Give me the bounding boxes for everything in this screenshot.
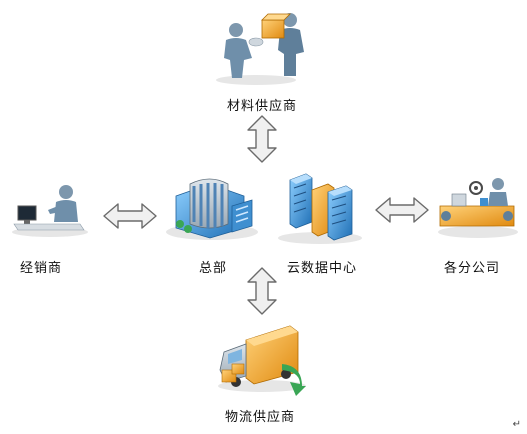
dealer-label: 经销商 — [20, 261, 63, 276]
headquarters-icon — [166, 178, 258, 240]
dealer-icon — [12, 185, 88, 237]
branch-companies-label: 各分公司 — [444, 261, 501, 276]
connector-material-hq — [247, 115, 277, 163]
connector-cloud-branches — [375, 197, 429, 223]
branch-companies-icon — [438, 178, 518, 238]
material-supplier-icon — [216, 13, 304, 85]
headquarters-label: 总部 — [199, 261, 228, 276]
material-supplier-label: 材料供应商 — [227, 99, 298, 114]
cloud-data-center-label: 云数据中心 — [287, 261, 358, 276]
cloud-data-center-icon — [278, 173, 362, 244]
paragraph-mark: ↵ — [512, 419, 521, 430]
logistics-supplier-label: 物流供应商 — [225, 410, 296, 425]
connector-hq-logistics — [247, 267, 277, 315]
logistics-supplier-icon — [218, 325, 306, 396]
connector-dealer-hq — [103, 203, 157, 229]
